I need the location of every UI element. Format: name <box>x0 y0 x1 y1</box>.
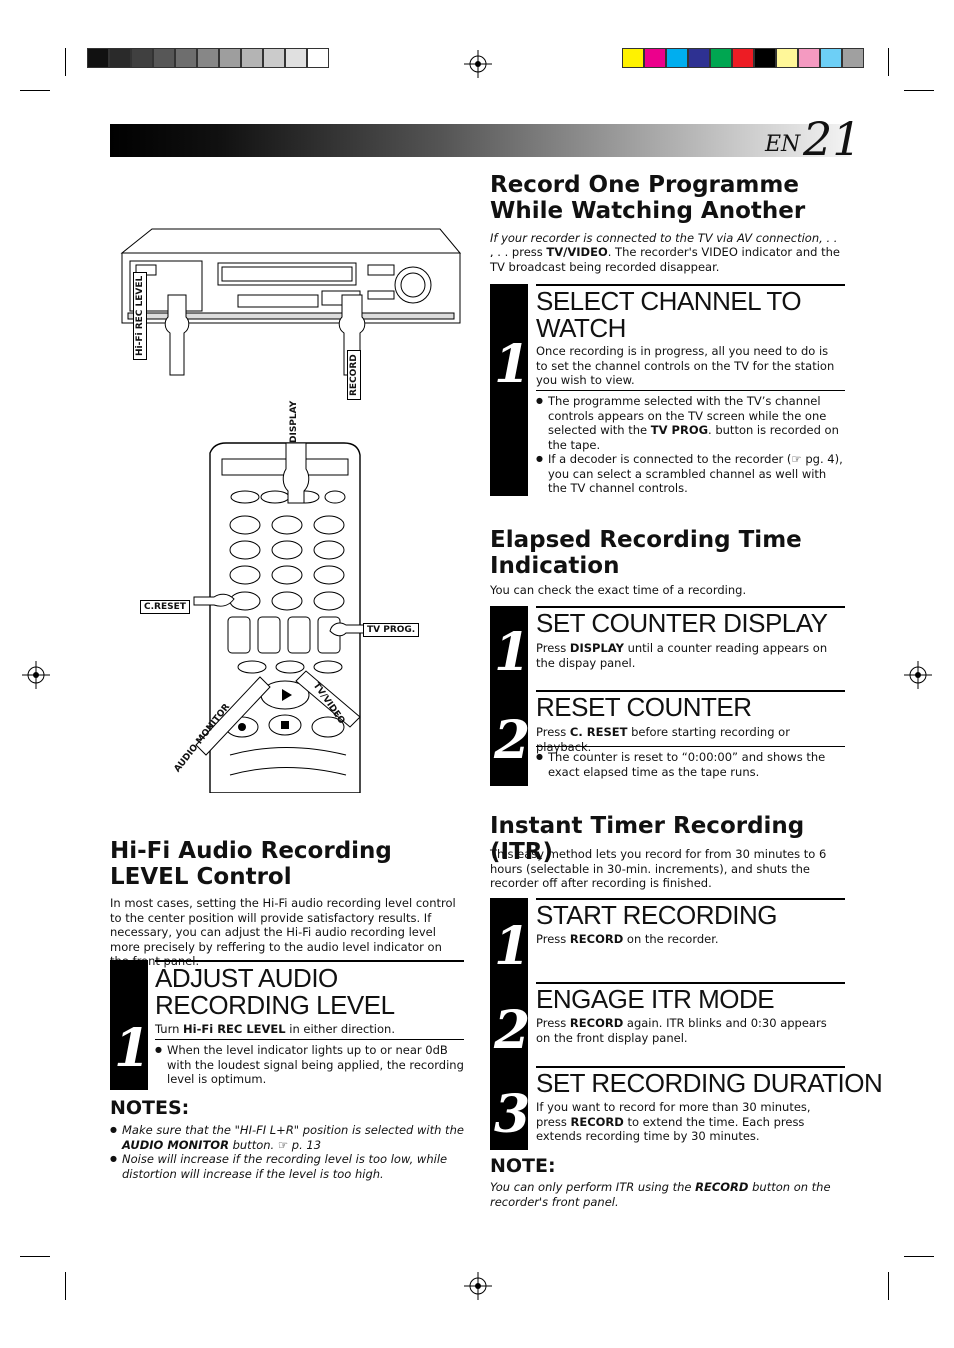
display-label: DISPLAY <box>289 400 299 443</box>
hand-pointer-icon <box>329 622 365 637</box>
gray-swatch <box>175 48 197 68</box>
gray-swatch <box>87 48 109 68</box>
divider <box>536 390 845 391</box>
crop-mark <box>65 1272 66 1300</box>
crop-mark <box>904 90 934 91</box>
step-number-block: 1 <box>490 284 530 496</box>
gray-swatch <box>219 48 241 68</box>
crop-mark <box>904 1256 934 1257</box>
crop-mark <box>888 1272 889 1300</box>
color-swatch <box>820 48 842 68</box>
crop-mark <box>20 90 50 91</box>
color-swatch <box>776 48 798 68</box>
color-swatch <box>622 48 644 68</box>
select-channel-title: SELECT CHANNEL TO WATCH <box>536 286 802 343</box>
color-swatch <box>666 48 688 68</box>
select-channel-bullet: The programme selected with the TV’s cha… <box>536 394 846 452</box>
engage-itr-body: Press RECORD again. ITR blinks and 0:30 … <box>536 1016 827 1045</box>
color-swatch <box>842 48 864 68</box>
hand-pointer-icon <box>193 593 235 607</box>
adjust-audio-body: Turn Hi-Fi REC LEVEL in either direction… <box>155 1022 395 1036</box>
step-number-block: 1 2 3 <box>490 898 530 1150</box>
color-swatch <box>732 48 754 68</box>
gray-swatch <box>241 48 263 68</box>
reset-counter-bullet: The counter is reset to “0:00:00” and sh… <box>536 750 846 779</box>
step-number-block: 1 2 <box>490 606 530 786</box>
set-counter-body: Press DISPLAY until a counter reading ap… <box>536 641 828 670</box>
hifi-note: Make sure that the "HI-FI L+R" position … <box>110 1123 467 1152</box>
set-duration-title: SET RECORDING DURATION <box>536 1068 883 1098</box>
registration-target-icon <box>904 661 932 689</box>
hand-pointer-icon <box>295 670 361 728</box>
registration-target-icon <box>464 1272 492 1300</box>
gray-swatch <box>263 48 285 68</box>
gray-swatch <box>131 48 153 68</box>
hifi-intro: In most cases, setting the Hi-Fi audio r… <box>110 896 456 968</box>
itr-note-heading: NOTE: <box>490 1155 556 1177</box>
reset-counter-title: RESET COUNTER <box>536 692 752 722</box>
record-one-intro: If your recorder is connected to the TV … <box>490 231 838 260</box>
color-swatch <box>754 48 776 68</box>
adjust-audio-title: ADJUST AUDIO RECORDING LEVEL <box>155 963 395 1020</box>
hand-pointer-icon <box>195 676 271 756</box>
record-label: RECORD <box>347 350 361 400</box>
color-swatch <box>710 48 732 68</box>
color-swatch <box>798 48 820 68</box>
adjust-audio-bullet: When the level indicator lights up to or… <box>155 1043 467 1087</box>
registration-target-icon <box>464 50 492 78</box>
select-channel-bullet: If a decoder is connected to the recorde… <box>536 452 846 496</box>
step-rule <box>536 606 845 608</box>
gray-swatch <box>285 48 307 68</box>
hifi-notes-heading: NOTES: <box>110 1097 190 1119</box>
gray-swatch <box>307 48 329 68</box>
crop-mark <box>888 48 889 76</box>
set-counter-title: SET COUNTER DISPLAY <box>536 608 828 638</box>
header-gradient-bar <box>110 124 850 157</box>
color-swatch <box>644 48 666 68</box>
elapsed-heading: Elapsed Recording Time Indication <box>490 527 802 579</box>
c-reset-label: C.RESET <box>140 600 190 614</box>
hifi-note: Noise will increase if the recording lev… <box>110 1152 467 1181</box>
step-number-block: 1 <box>110 960 150 1090</box>
divider <box>536 746 845 747</box>
step-rule <box>536 284 845 286</box>
start-recording-body: Press RECORD on the recorder. <box>536 932 719 946</box>
engage-itr-title: ENGAGE ITR MODE <box>536 984 775 1014</box>
itr-intro: This easy method lets you record for fro… <box>490 847 827 890</box>
start-recording-title: START RECORDING <box>536 900 777 930</box>
gray-swatch <box>197 48 219 68</box>
itr-heading: Instant Timer Recording (ITR) <box>490 813 805 865</box>
page-number: 21 <box>803 112 862 166</box>
divider <box>155 1039 464 1040</box>
remote-control-icon <box>209 442 361 793</box>
hifi-rec-level-label: Hi-Fi REC LEVEL <box>133 271 147 360</box>
step-rule <box>536 982 845 984</box>
crop-mark <box>20 1256 50 1257</box>
record-one-intro-2: . . . press TV/VIDEO. The recorder's VID… <box>490 245 840 274</box>
gray-swatch <box>109 48 131 68</box>
language-code: EN <box>765 132 801 157</box>
select-channel-body: Once recording is in progress, all you n… <box>536 344 835 387</box>
gray-swatch <box>153 48 175 68</box>
hand-pointer-icon <box>282 442 310 504</box>
registration-target-icon <box>22 661 50 689</box>
itr-note: You can only perform ITR using the RECOR… <box>490 1180 831 1209</box>
step-rule <box>155 960 464 962</box>
crop-mark <box>65 48 66 76</box>
hifi-heading: Hi-Fi Audio Recording LEVEL Control <box>110 838 392 890</box>
color-swatch <box>688 48 710 68</box>
tv-prog-label: TV PROG. <box>363 623 420 637</box>
step-rule <box>536 1066 845 1068</box>
step-rule <box>536 898 845 900</box>
record-one-heading: Record One Programme While Watching Anot… <box>490 172 806 224</box>
elapsed-intro: You can check the exact time of a record… <box>490 583 747 597</box>
vcr-remote-illustration <box>120 228 462 793</box>
set-duration-body: If you want to record for more than 30 m… <box>536 1100 811 1143</box>
step-rule <box>536 690 845 692</box>
hand-pointer-icon <box>164 294 190 376</box>
